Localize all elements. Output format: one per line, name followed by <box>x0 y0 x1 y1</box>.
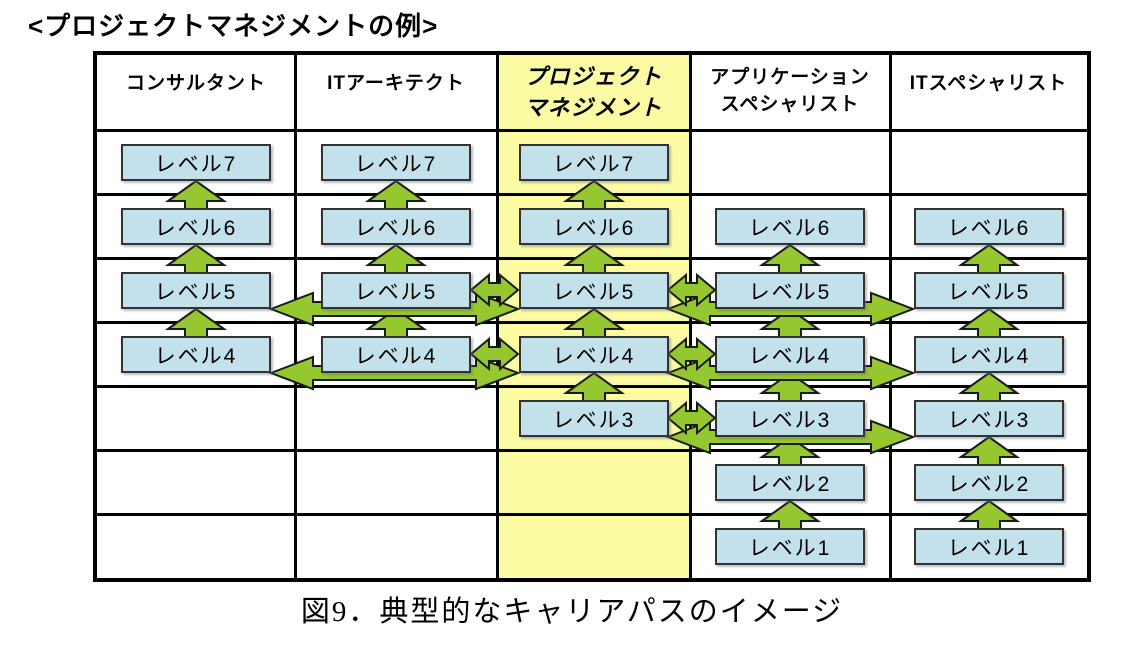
level-box: レベル5 <box>519 272 669 309</box>
level-box: レベル6 <box>321 208 471 245</box>
level-box: レベル3 <box>914 400 1064 437</box>
level-box: レベル6 <box>519 208 669 245</box>
column-header-consultant: コンサルタント <box>97 55 295 131</box>
level-box: レベル7 <box>519 144 669 181</box>
level-box: レベル5 <box>914 272 1064 309</box>
level-box: レベル6 <box>914 208 1064 245</box>
column-header-project-management: プロジェクト マネジメント <box>497 55 690 131</box>
grid-line <box>97 385 1087 388</box>
column-header-label-line2: スペシャリスト <box>720 94 860 115</box>
grid-line <box>97 449 1087 452</box>
level-box: レベル4 <box>715 336 865 373</box>
column-header-label-line1: プロジェクト <box>524 64 663 89</box>
level-box: レベル3 <box>519 400 669 437</box>
level-box: レベル5 <box>121 272 271 309</box>
level-box: レベル6 <box>715 208 865 245</box>
column-header-application-specialist: アプリケーション スペシャリスト <box>690 55 890 131</box>
level-box: レベル4 <box>519 336 669 373</box>
column-header-label-line1: アプリケーション <box>710 67 870 88</box>
highlight-column-background <box>497 55 690 578</box>
grid-line <box>97 513 1087 516</box>
column-header-label-line2: マネジメント <box>524 95 663 120</box>
grid-line <box>97 321 1087 324</box>
level-box: レベル5 <box>321 272 471 309</box>
grid-line <box>294 55 297 578</box>
page-title: <プロジェクトマネジメントの例> <box>28 11 439 41</box>
level-box: レベル3 <box>715 400 865 437</box>
grid-line <box>689 55 692 578</box>
level-box: レベル2 <box>914 464 1064 501</box>
column-header-it-specialist: ITスペシャリスト <box>890 55 1087 131</box>
grid-line <box>97 193 1087 196</box>
figure-caption: 図9．典型的なキャリアパスのイメージ <box>300 596 844 628</box>
level-box: レベル1 <box>914 528 1064 565</box>
level-box: レベル5 <box>715 272 865 309</box>
level-box: レベル4 <box>121 336 271 373</box>
level-box: レベル4 <box>321 336 471 373</box>
level-box: レベル6 <box>121 208 271 245</box>
grid-line <box>496 55 499 578</box>
level-box: レベル7 <box>321 144 471 181</box>
column-header-label: ITアーキテクト <box>327 73 465 94</box>
level-box: レベル4 <box>914 336 1064 373</box>
level-box: レベル7 <box>121 144 271 181</box>
level-box: レベル1 <box>715 528 865 565</box>
level-box: レベル2 <box>715 464 865 501</box>
grid-line <box>97 129 1087 132</box>
column-header-label: コンサルタント <box>125 73 266 94</box>
grid-line <box>889 55 892 578</box>
column-header-it-architect: ITアーキテクト <box>295 55 497 131</box>
column-header-label: ITスペシャリスト <box>909 73 1068 94</box>
grid-line <box>97 257 1087 260</box>
